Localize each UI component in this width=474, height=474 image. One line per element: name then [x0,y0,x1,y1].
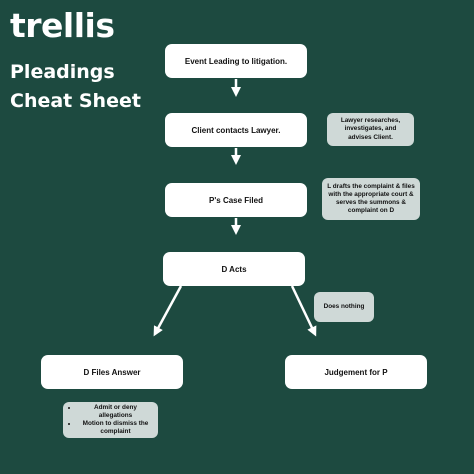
answer-options-list: Admit or deny allegations Motion to dism… [68,404,153,437]
step-event: Event Leading to litigation. [165,44,307,78]
step-d-acts: D Acts [163,252,305,286]
step-case-filed: P's Case Filed [165,183,307,217]
page-title: Pleadings Cheat Sheet [10,58,141,116]
note-answer-options: Admit or deny allegations Motion to dism… [63,402,158,438]
answer-option: Motion to dismiss the complaint [78,420,153,436]
step-client-contacts-lawyer: Client contacts Lawyer. [165,113,307,147]
title-line-1: Pleadings [10,61,115,83]
note-does-nothing: Does nothing [314,292,374,322]
arrow-dacts-to-judgement [290,285,317,337]
step-d-files-answer: D Files Answer [41,355,183,389]
title-line-2: Cheat Sheet [10,90,141,112]
note-lawyer-researches: Lawyer researches, investigates, and adv… [327,113,414,146]
answer-option: Admit or deny allegations [78,404,153,420]
brand-logo: trellis [10,6,115,45]
arrow-dacts-to-answer [153,285,183,337]
note-drafts-complaint: L drafts the complaint & files with the … [322,178,420,220]
step-judgement-for-p: Judgement for P [285,355,427,389]
